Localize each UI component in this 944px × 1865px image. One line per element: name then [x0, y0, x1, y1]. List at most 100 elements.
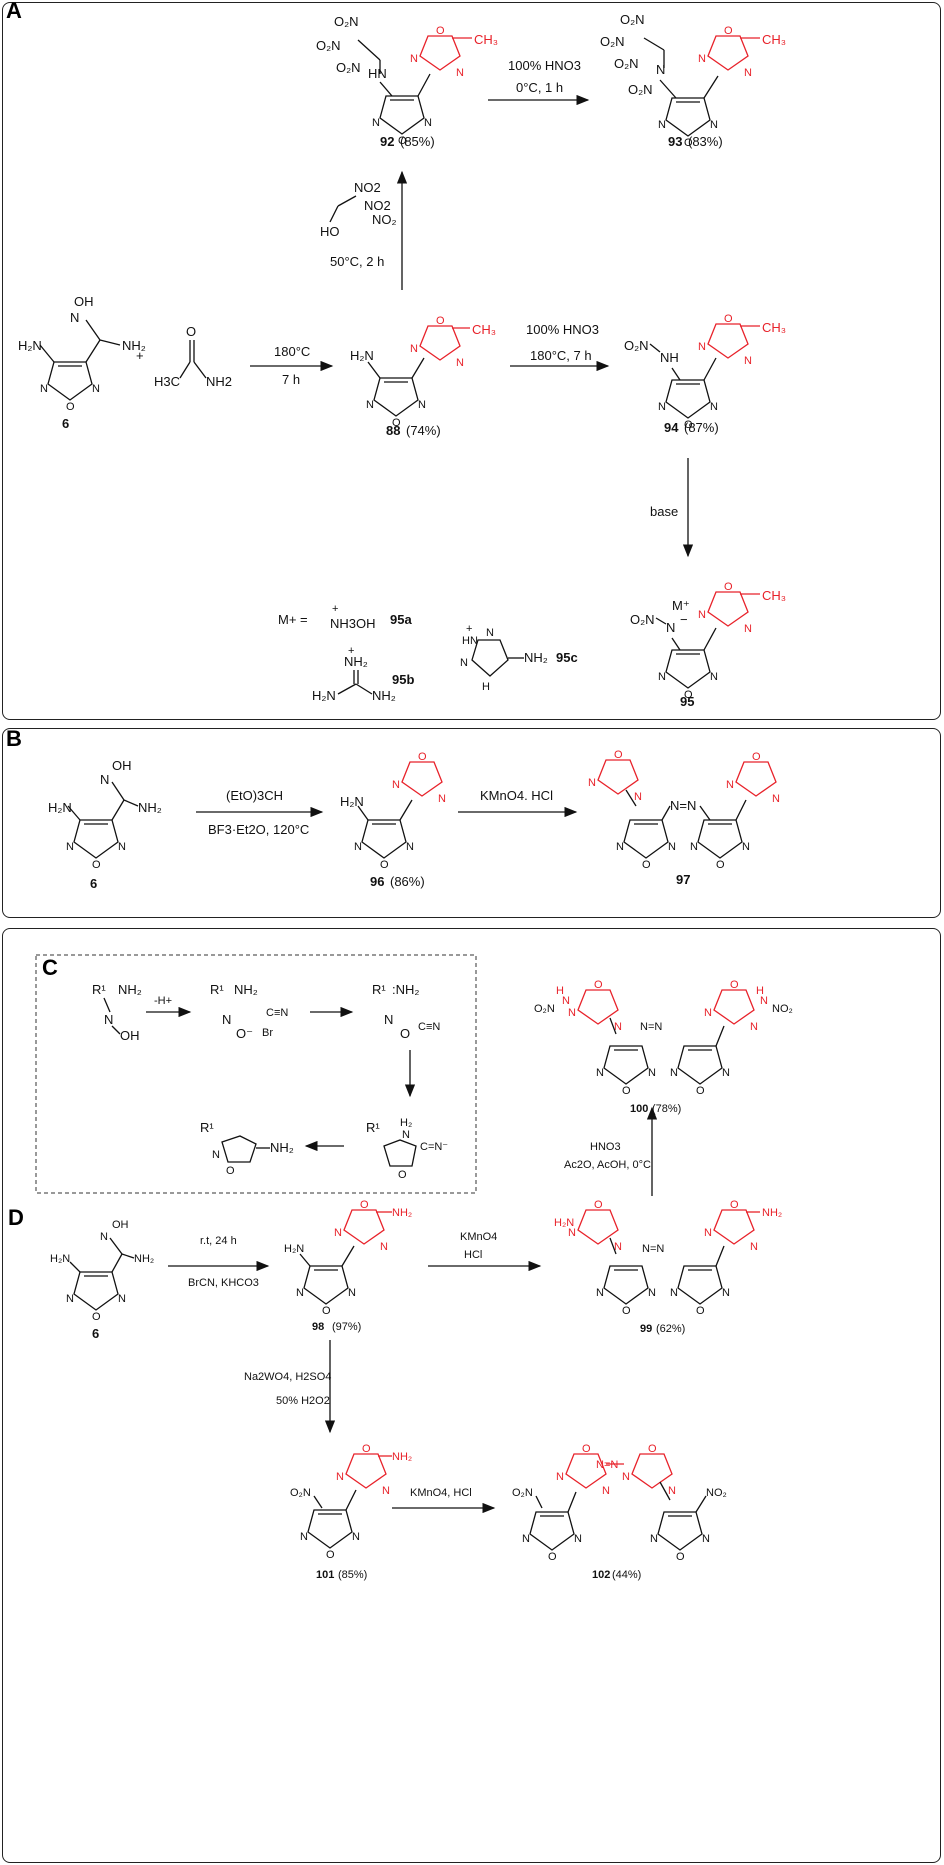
compound-101: O₂N NH₂: [290, 1442, 412, 1562]
cation-hydroxylammonium: NH3OH: [330, 616, 376, 631]
yield-96: (86%): [390, 874, 425, 889]
svg-text:NH₂: NH₂: [392, 1207, 412, 1219]
svg-text:O₂N: O₂N: [624, 338, 649, 353]
svg-text:CH₃: CH₃: [472, 322, 496, 337]
panel-a-label: A: [6, 0, 22, 23]
cation-aminotetrazolium: N HN + N H NH₂: [460, 623, 548, 693]
mech-product: R¹ N O NH₂: [200, 1120, 294, 1177]
svg-text:R¹: R¹: [200, 1120, 214, 1135]
cond-101-oxidant: 50% H2O2: [276, 1395, 330, 1407]
svg-text:O: O: [186, 324, 196, 339]
compound-102: O₂N N=N NO₂: [512, 1442, 727, 1564]
svg-text:N: N: [222, 1012, 231, 1027]
cond-100-conditions: Ac2O, AcOH, 0°C: [564, 1159, 651, 1171]
svg-text:O₂N: O₂N: [534, 1003, 555, 1015]
svg-text:H₂N: H₂N: [554, 1217, 574, 1229]
svg-text:NO₂: NO₂: [706, 1487, 727, 1499]
svg-text:O⁻: O⁻: [236, 1026, 253, 1041]
cond-95: base: [650, 504, 678, 519]
svg-text:NO2: NO2: [364, 198, 391, 213]
yield-100: (78%): [652, 1103, 681, 1115]
svg-text:O₂N: O₂N: [630, 612, 655, 627]
svg-text:N: N: [384, 1012, 393, 1027]
compound-88: H₂N CH₃: [350, 314, 496, 430]
yield-92: (85%): [400, 134, 435, 149]
label-88: 88: [386, 423, 400, 438]
cond-96-reagent: (EtO)3CH: [226, 788, 283, 803]
label-95a: 95a: [390, 612, 412, 627]
svg-text:NH₂: NH₂: [392, 1451, 412, 1463]
svg-text:N=N: N=N: [596, 1459, 618, 1471]
svg-text:O₂N: O₂N: [290, 1487, 311, 1499]
label-100: 100: [630, 1103, 648, 1115]
svg-text:OH: OH: [74, 294, 94, 309]
svg-text:OH: OH: [112, 1219, 129, 1231]
cond-94-reagent: 100% HNO3: [526, 322, 599, 337]
label-95c: 95c: [556, 650, 578, 665]
label-96: 96: [370, 874, 384, 889]
svg-text:N: N: [666, 620, 675, 635]
svg-text:R¹: R¹: [92, 982, 106, 997]
compound-6-d: H₂N N OH NH₂: [50, 1219, 154, 1324]
svg-text:N: N: [70, 310, 79, 325]
svg-text:CH₃: CH₃: [474, 32, 498, 47]
svg-text:NH₂: NH₂: [134, 1253, 154, 1265]
cond-93-temp: 0°C, 1 h: [516, 80, 563, 95]
label-95: 95: [680, 694, 694, 709]
cond-100-reagent: HNO3: [590, 1141, 621, 1153]
svg-text:HN: HN: [462, 635, 478, 647]
compound-6-b: H₂N N OH NH₂: [48, 758, 162, 872]
panel-d-label: D: [8, 1205, 24, 1230]
cond-101-reagent: Na2WO4, H2SO4: [244, 1371, 331, 1383]
label-92: 92: [380, 134, 394, 149]
svg-text:N: N: [656, 62, 665, 77]
svg-text:O₂N: O₂N: [334, 14, 359, 29]
compound-100: O₂N H N N=N H N NO₂: [534, 978, 793, 1098]
cond-88-temp: 180°C: [274, 344, 310, 359]
svg-text:H: H: [756, 985, 764, 997]
compound-95: M⁺ − O₂N N CH₃: [630, 580, 786, 702]
svg-text::NH₂: :NH₂: [392, 982, 419, 997]
mechanism-box: [35, 954, 477, 1194]
svg-text:O: O: [400, 1026, 410, 1041]
cond-94-temp: 180°C, 7 h: [530, 348, 592, 363]
mech-amidoxime: R¹ NH₂ N OH: [92, 982, 142, 1043]
svg-text:N=N: N=N: [640, 1021, 662, 1033]
cond-97: KMnO4. HCl: [480, 788, 553, 803]
compound-94: O₂N NH CH₃: [624, 312, 786, 432]
cond-102: KMnO4, HCl: [410, 1487, 472, 1499]
mech-step1: -H+: [154, 995, 172, 1007]
panel-b-label: B: [6, 726, 22, 751]
svg-text:N: N: [460, 657, 468, 669]
svg-text:H: H: [482, 681, 490, 693]
mech-cyclized: R¹ H₂ N C=N⁻ O: [366, 1117, 448, 1181]
svg-text:NH₂: NH₂: [762, 1207, 782, 1219]
cond-99-acid: HCl: [464, 1249, 482, 1261]
svg-text:OH: OH: [120, 1028, 140, 1043]
yield-99: (62%): [656, 1323, 685, 1335]
svg-text:NH₂: NH₂: [270, 1140, 294, 1155]
svg-text:Br: Br: [262, 1027, 273, 1039]
svg-text:NO₂: NO₂: [772, 1003, 793, 1015]
compound-97: N=N: [587, 748, 781, 872]
svg-text:NO₂: NO₂: [372, 212, 397, 227]
cond-88-time: 7 h: [282, 372, 300, 387]
cation-guanidinium: + NH₂ H₂N NH₂: [312, 645, 396, 703]
svg-text:R¹: R¹: [366, 1120, 380, 1135]
yield-94: (87%): [684, 420, 719, 435]
svg-text:NO2: NO2: [354, 180, 381, 195]
yield-93: (83%): [688, 134, 723, 149]
label-102: 102: [592, 1569, 610, 1581]
mech-anion: R¹ NH₂ N O⁻ C≡N Br: [210, 982, 288, 1041]
svg-text:CH₃: CH₃: [762, 588, 786, 603]
svg-text:+: +: [332, 603, 338, 615]
compound-98: H₂N NH₂: [284, 1198, 412, 1318]
svg-text:H₂N: H₂N: [350, 348, 374, 363]
svg-text:C=N⁻: C=N⁻: [420, 1141, 448, 1153]
svg-text:C≡N: C≡N: [418, 1021, 440, 1033]
svg-text:R¹: R¹: [372, 982, 386, 997]
svg-text:O₂N: O₂N: [336, 60, 361, 75]
cond-99-reagent: KMnO4: [460, 1231, 497, 1243]
label-95b: 95b: [392, 672, 414, 687]
svg-text:NH₂: NH₂: [344, 654, 368, 669]
